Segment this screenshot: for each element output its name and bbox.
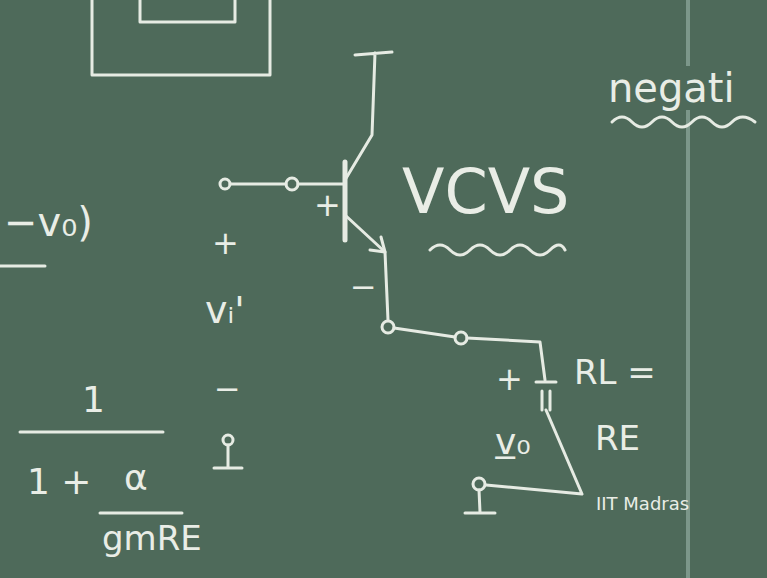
denominator-term: gmRE <box>100 520 204 557</box>
ground-symbol <box>214 445 242 468</box>
chalk-stroke <box>0 265 45 268</box>
ground-symbol <box>465 490 495 513</box>
polarity-sign: − <box>212 372 243 407</box>
component-label: RL = <box>572 354 658 391</box>
fraction-bar <box>100 512 182 515</box>
title-label: VCVS <box>400 158 571 226</box>
polarity-sign: + <box>210 226 241 261</box>
wire <box>486 410 582 494</box>
polarity-sign: + <box>494 362 525 397</box>
numerator: 1 <box>80 380 107 420</box>
numerator: α <box>122 458 150 498</box>
wire <box>298 183 345 186</box>
box-fragment <box>140 0 235 22</box>
expression-fragment: −v₀) <box>2 200 95 244</box>
terminal <box>382 321 394 333</box>
wavy-underline <box>612 117 755 127</box>
collector-lead <box>345 52 392 180</box>
polarity-sign: − <box>490 440 521 475</box>
box-fragment <box>92 0 270 75</box>
resistor-symbol <box>536 382 556 410</box>
wire <box>394 328 455 337</box>
polarity-sign: − <box>348 270 379 305</box>
denominator-term: 1 + <box>25 462 94 502</box>
wire <box>230 183 286 186</box>
polarity-sign: + <box>312 188 343 223</box>
note-fragment: negati <box>606 66 737 110</box>
terminal <box>473 478 485 490</box>
terminal <box>286 178 298 190</box>
base-bar <box>343 162 348 240</box>
watermark: IIT Madras <box>594 494 691 514</box>
terminal <box>455 332 467 344</box>
wavy-underline <box>430 245 565 255</box>
emitter-arrow <box>370 237 385 252</box>
component-label: RE <box>593 420 642 457</box>
emitter-lead <box>345 215 388 320</box>
signal-name: vᵢ' <box>203 290 247 332</box>
fraction-bar <box>20 431 163 434</box>
